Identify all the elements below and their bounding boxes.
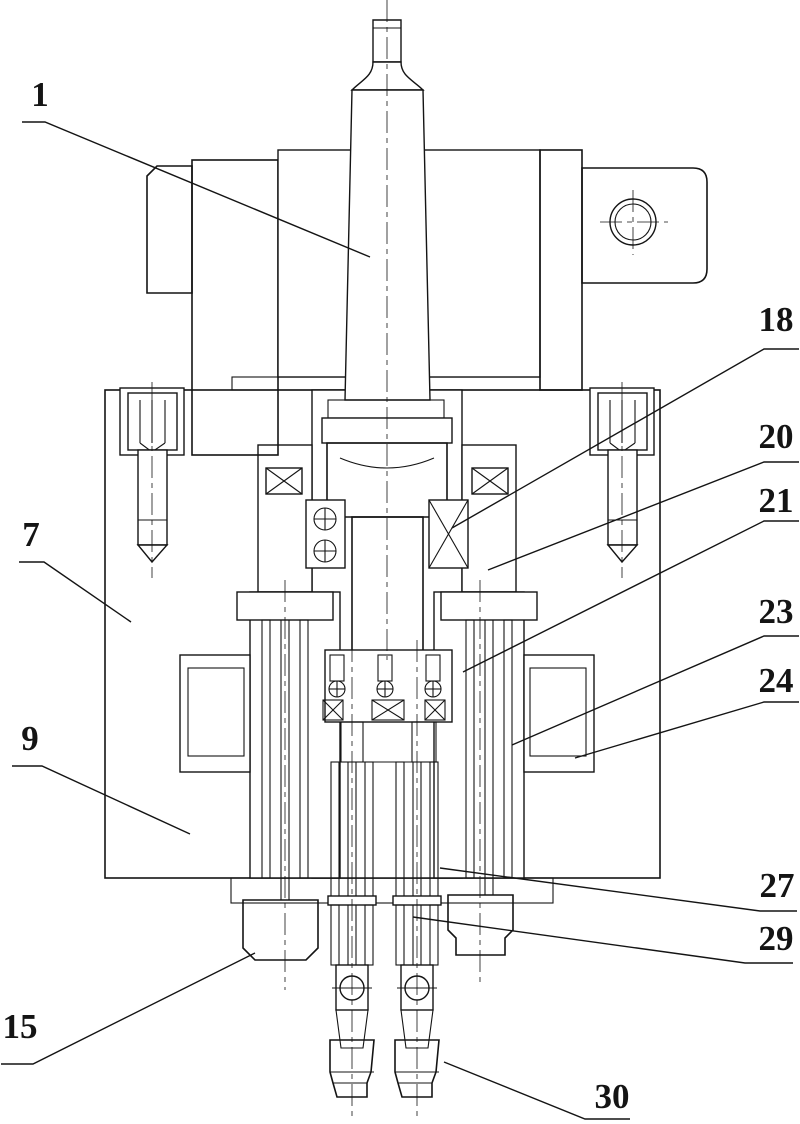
- roller-bearing-right: [428, 499, 469, 569]
- callout-leader-23: [511, 635, 799, 746]
- collet-nut-left: [329, 1039, 375, 1098]
- callout-leader-27: [439, 867, 797, 912]
- main-body: [104, 387, 661, 904]
- left-bolt: [127, 382, 178, 578]
- collet-nut-right: [394, 1039, 440, 1098]
- callout-leader-21: [462, 520, 799, 673]
- callout-label-24: 24: [759, 661, 794, 700]
- centerlines: [284, 0, 481, 1118]
- callout-label-15: 15: [3, 1007, 38, 1046]
- callout-label-9: 9: [21, 719, 39, 758]
- callout-label-7: 7: [22, 515, 40, 554]
- set-screw: [600, 190, 668, 255]
- callout-leader-1: [22, 121, 371, 258]
- right-bolt: [597, 382, 648, 578]
- callout-leader-15: [1, 952, 256, 1065]
- callout-label-23: 23: [759, 592, 794, 631]
- callout-leader-30: [443, 1061, 630, 1120]
- callout-leader-29: [412, 916, 793, 964]
- callout-label-29: 29: [759, 919, 794, 958]
- post-nut-left: [242, 899, 319, 961]
- callout-label-30: 30: [595, 1077, 630, 1116]
- right-post: [440, 591, 538, 956]
- callout-label-21: 21: [759, 481, 794, 520]
- callout-layer: 1 7 9 15 18 20 21 23 24 27 29 30: [1, 75, 799, 1120]
- ball-bearing-left: [305, 499, 346, 569]
- taper-shank: [344, 19, 431, 401]
- callout-label-20: 20: [759, 417, 794, 456]
- callout-leader-7: [19, 561, 132, 623]
- callout-leader-18: [451, 348, 799, 529]
- right-post-bearing: [471, 467, 509, 495]
- left-post-bearing: [265, 467, 303, 495]
- bearings: [265, 467, 509, 569]
- callout-leader-20: [487, 461, 799, 571]
- gear-block: [322, 649, 453, 763]
- post-sleeve-right: [447, 894, 514, 956]
- callout-label-1: 1: [31, 75, 49, 114]
- callout-label-18: 18: [759, 300, 794, 339]
- callout-label-27: 27: [760, 866, 795, 905]
- callout-leader-9: [12, 765, 191, 835]
- callout-leader-24: [574, 701, 799, 759]
